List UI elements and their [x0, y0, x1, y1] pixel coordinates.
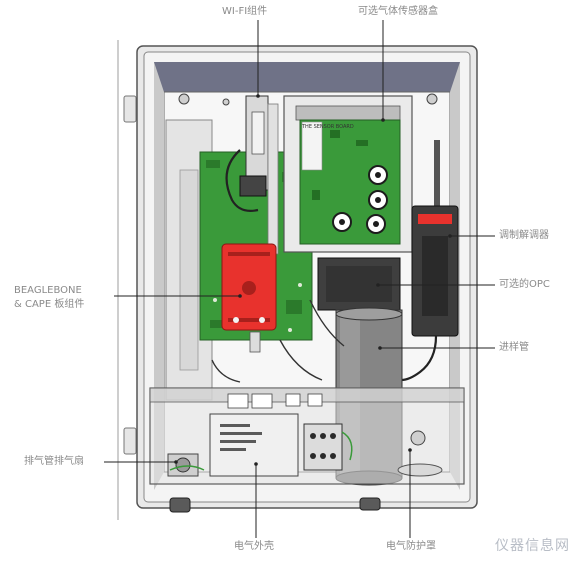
leader-dots [174, 94, 452, 466]
bottom-gland-left [169, 497, 191, 513]
label-modem: 调制解调器 [499, 230, 549, 241]
label-inlet-tube: 进样管 [499, 342, 529, 353]
label-exhaust-fan: 排气管排气扇 [24, 456, 84, 467]
label-electrical-cover: 电气防护罩 [386, 541, 436, 552]
leader-lines [104, 20, 495, 538]
wires [211, 299, 345, 383]
label-wifi: WI-FI组件 [222, 6, 268, 17]
watermark: 仪器信息网 [495, 538, 570, 554]
label-beaglebone-line2: & CAPE 板组件 [14, 299, 85, 310]
label-beaglebone-line1: BEAGLEBONE [14, 285, 82, 296]
inner-side-left [154, 62, 164, 490]
label-electrical-housing: 电气外壳 [234, 541, 274, 552]
sensor-board-text: THE SENSOR BOARD [302, 124, 354, 130]
label-opc: 可选的OPC [499, 279, 550, 290]
electrical-housing [209, 413, 299, 477]
hinges [123, 95, 137, 455]
bottom-gland-right [359, 497, 381, 511]
terminal-block [303, 423, 343, 471]
label-gas-sensor-box: 可选气体传感器盒 [358, 6, 438, 17]
